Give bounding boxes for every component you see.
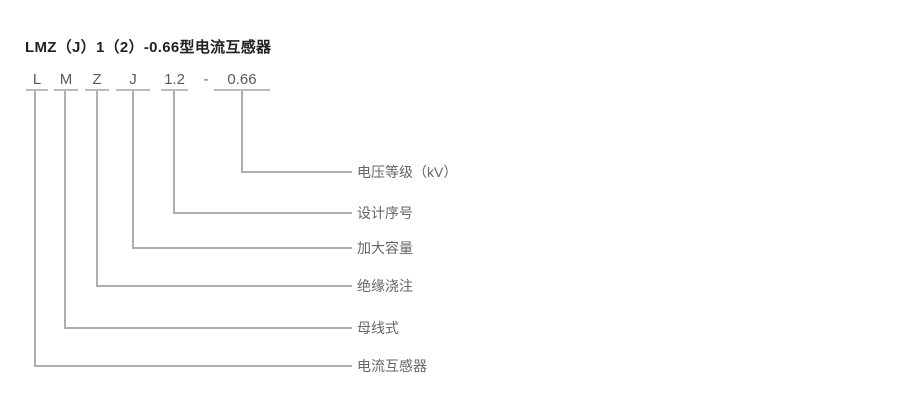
code-underline-j [116,89,150,91]
connector-vline-z [96,91,98,287]
connector-vline-066 [241,91,243,173]
label-cast-insulation: 绝缘浇注 [357,278,413,294]
code-segment-m: M [54,72,78,91]
connector-hline-066 [241,171,352,173]
connector-hline-l [34,365,352,367]
code-char-j: J [129,71,137,88]
code-underline-066 [214,89,270,91]
label-busbar-type: 母线式 [357,320,399,336]
connector-vline-m [64,91,66,329]
code-segment-j: J [116,72,150,91]
code-segment-066: 0.66 [214,72,270,91]
label-design-serial: 设计序号 [357,205,413,221]
connector-hline-j [132,247,352,249]
diagram-title: LMZ（J）1（2）-0.66型电流互感器 [25,39,272,56]
code-char-z: Z [92,71,102,88]
code-underline-z [85,89,109,91]
code-char-066: 0.66 [227,71,257,88]
code-segment-12: 1.2 [161,72,188,91]
code-segment-dash: - [199,72,213,88]
label-voltage-level: 电压等级（kV） [357,164,458,180]
code-segment-l: L [26,72,48,91]
connector-vline-12 [173,91,175,214]
connector-vline-l [34,91,36,367]
connector-hline-12 [173,212,352,214]
code-underline-l [26,89,48,91]
code-underline-12 [161,89,188,91]
code-char-l: L [32,71,42,88]
connector-hline-m [64,327,352,329]
label-increased-capacity: 加大容量 [357,240,413,256]
label-current-transformer: 电流互感器 [357,358,427,374]
code-underline-m [54,89,78,91]
code-char-m: M [59,71,73,88]
connector-hline-z [96,285,352,287]
code-char-dash: - [203,71,209,88]
connector-vline-j [132,91,134,249]
code-segment-z: Z [85,72,109,91]
code-char-12: 1.2 [164,71,185,88]
